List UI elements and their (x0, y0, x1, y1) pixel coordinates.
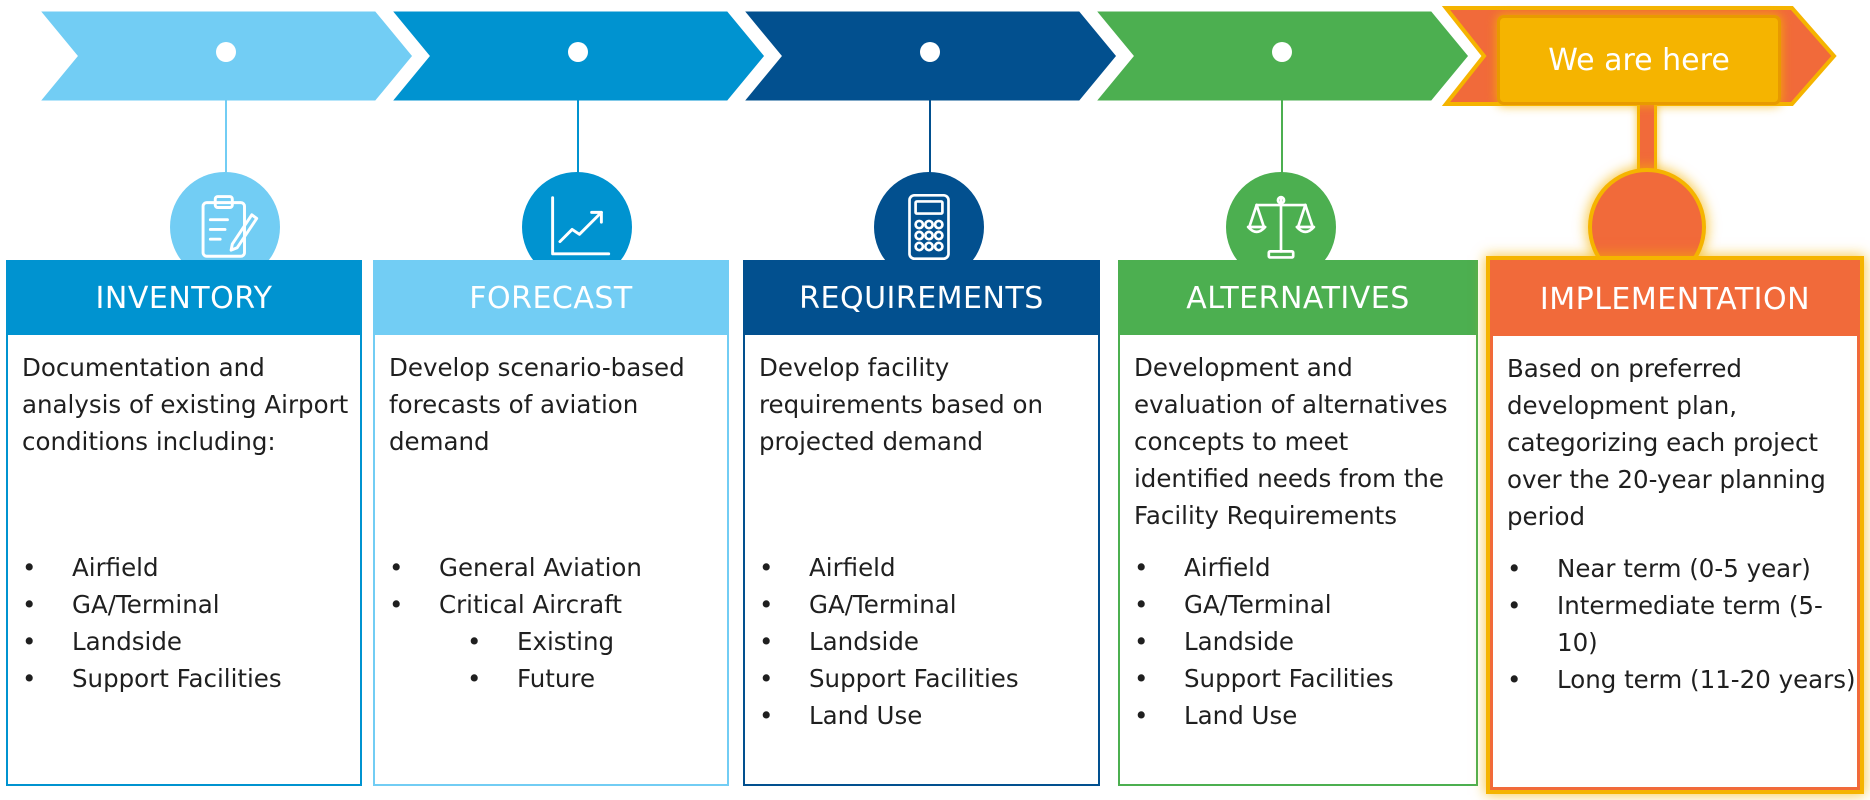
list-item: Airfield (22, 549, 360, 586)
stage-card: ALTERNATIVES Development and evaluation … (1118, 260, 1478, 786)
trend-chart-icon (551, 196, 611, 256)
list-item: Airfield (1134, 549, 1476, 586)
stage-description: Development and evaluation of alternativ… (1134, 353, 1448, 530)
list-item: Landside (759, 623, 1098, 660)
list-item: GA/Terminal (759, 586, 1098, 623)
list-item: Intermediate term (5-10) (1507, 587, 1857, 661)
bullet-list: Airfield GA/Terminal Landside Support Fa… (1120, 549, 1476, 734)
list-item: Landside (1134, 623, 1476, 660)
stage-title: REQUIREMENTS (745, 262, 1098, 335)
step-dot (920, 42, 940, 62)
stage-description: Develop facility requirements based on p… (759, 353, 1043, 456)
list-item: Critical Aircraft (389, 586, 727, 623)
balance-scale-icon (1246, 195, 1316, 259)
step-dot (216, 42, 236, 62)
we-are-here-marker: We are here (1500, 18, 1778, 102)
bullet-list: Airfield GA/Terminal Landside Support Fa… (8, 549, 360, 697)
stage-title: ALTERNATIVES (1120, 262, 1476, 335)
stage-description: Documentation and analysis of existing A… (22, 353, 349, 456)
bullet-list: Near term (0-5 year) Intermediate term (… (1493, 550, 1857, 698)
list-item: Support Facilities (1134, 660, 1476, 697)
list-item: Land Use (759, 697, 1098, 734)
stage-title: INVENTORY (8, 262, 360, 335)
stage-card: FORECAST Develop scenario-based forecast… (373, 260, 729, 786)
stage-card: IMPLEMENTATION Based on preferred develo… (1490, 260, 1860, 790)
list-item: Landside (22, 623, 360, 660)
list-item: Near term (0-5 year) (1507, 550, 1857, 587)
connector-line (1281, 100, 1283, 190)
list-item: Support Facilities (22, 660, 360, 697)
connector-line (225, 100, 227, 190)
step-dot (568, 42, 588, 62)
step-dot (1272, 42, 1292, 62)
clipboard-pencil-icon (201, 195, 259, 258)
calculator-icon (908, 193, 950, 261)
list-item: General Aviation (389, 549, 727, 586)
stage-title: IMPLEMENTATION (1493, 263, 1857, 336)
list-item: GA/Terminal (22, 586, 360, 623)
list-subitem: Future (389, 660, 727, 697)
stage-card: INVENTORY Documentation and analysis of … (6, 260, 362, 786)
bullet-list: General Aviation Critical Aircraft Exist… (375, 549, 727, 697)
connector-line (929, 100, 931, 190)
list-item: Long term (11-20 years) (1507, 661, 1857, 698)
list-item: GA/Terminal (1134, 586, 1476, 623)
list-item: Airfield (759, 549, 1098, 586)
stage-card: REQUIREMENTS Develop facility requiremen… (743, 260, 1100, 786)
stage-title: FORECAST (375, 262, 727, 335)
stage-description: Based on preferred development plan, cat… (1507, 354, 1826, 531)
list-subitem: Existing (389, 623, 727, 660)
stage-description: Develop scenario-based forecasts of avia… (389, 353, 685, 456)
connector-line (577, 100, 579, 190)
list-item: Support Facilities (759, 660, 1098, 697)
bullet-list: Airfield GA/Terminal Landside Support Fa… (745, 549, 1098, 734)
list-item: Land Use (1134, 697, 1476, 734)
